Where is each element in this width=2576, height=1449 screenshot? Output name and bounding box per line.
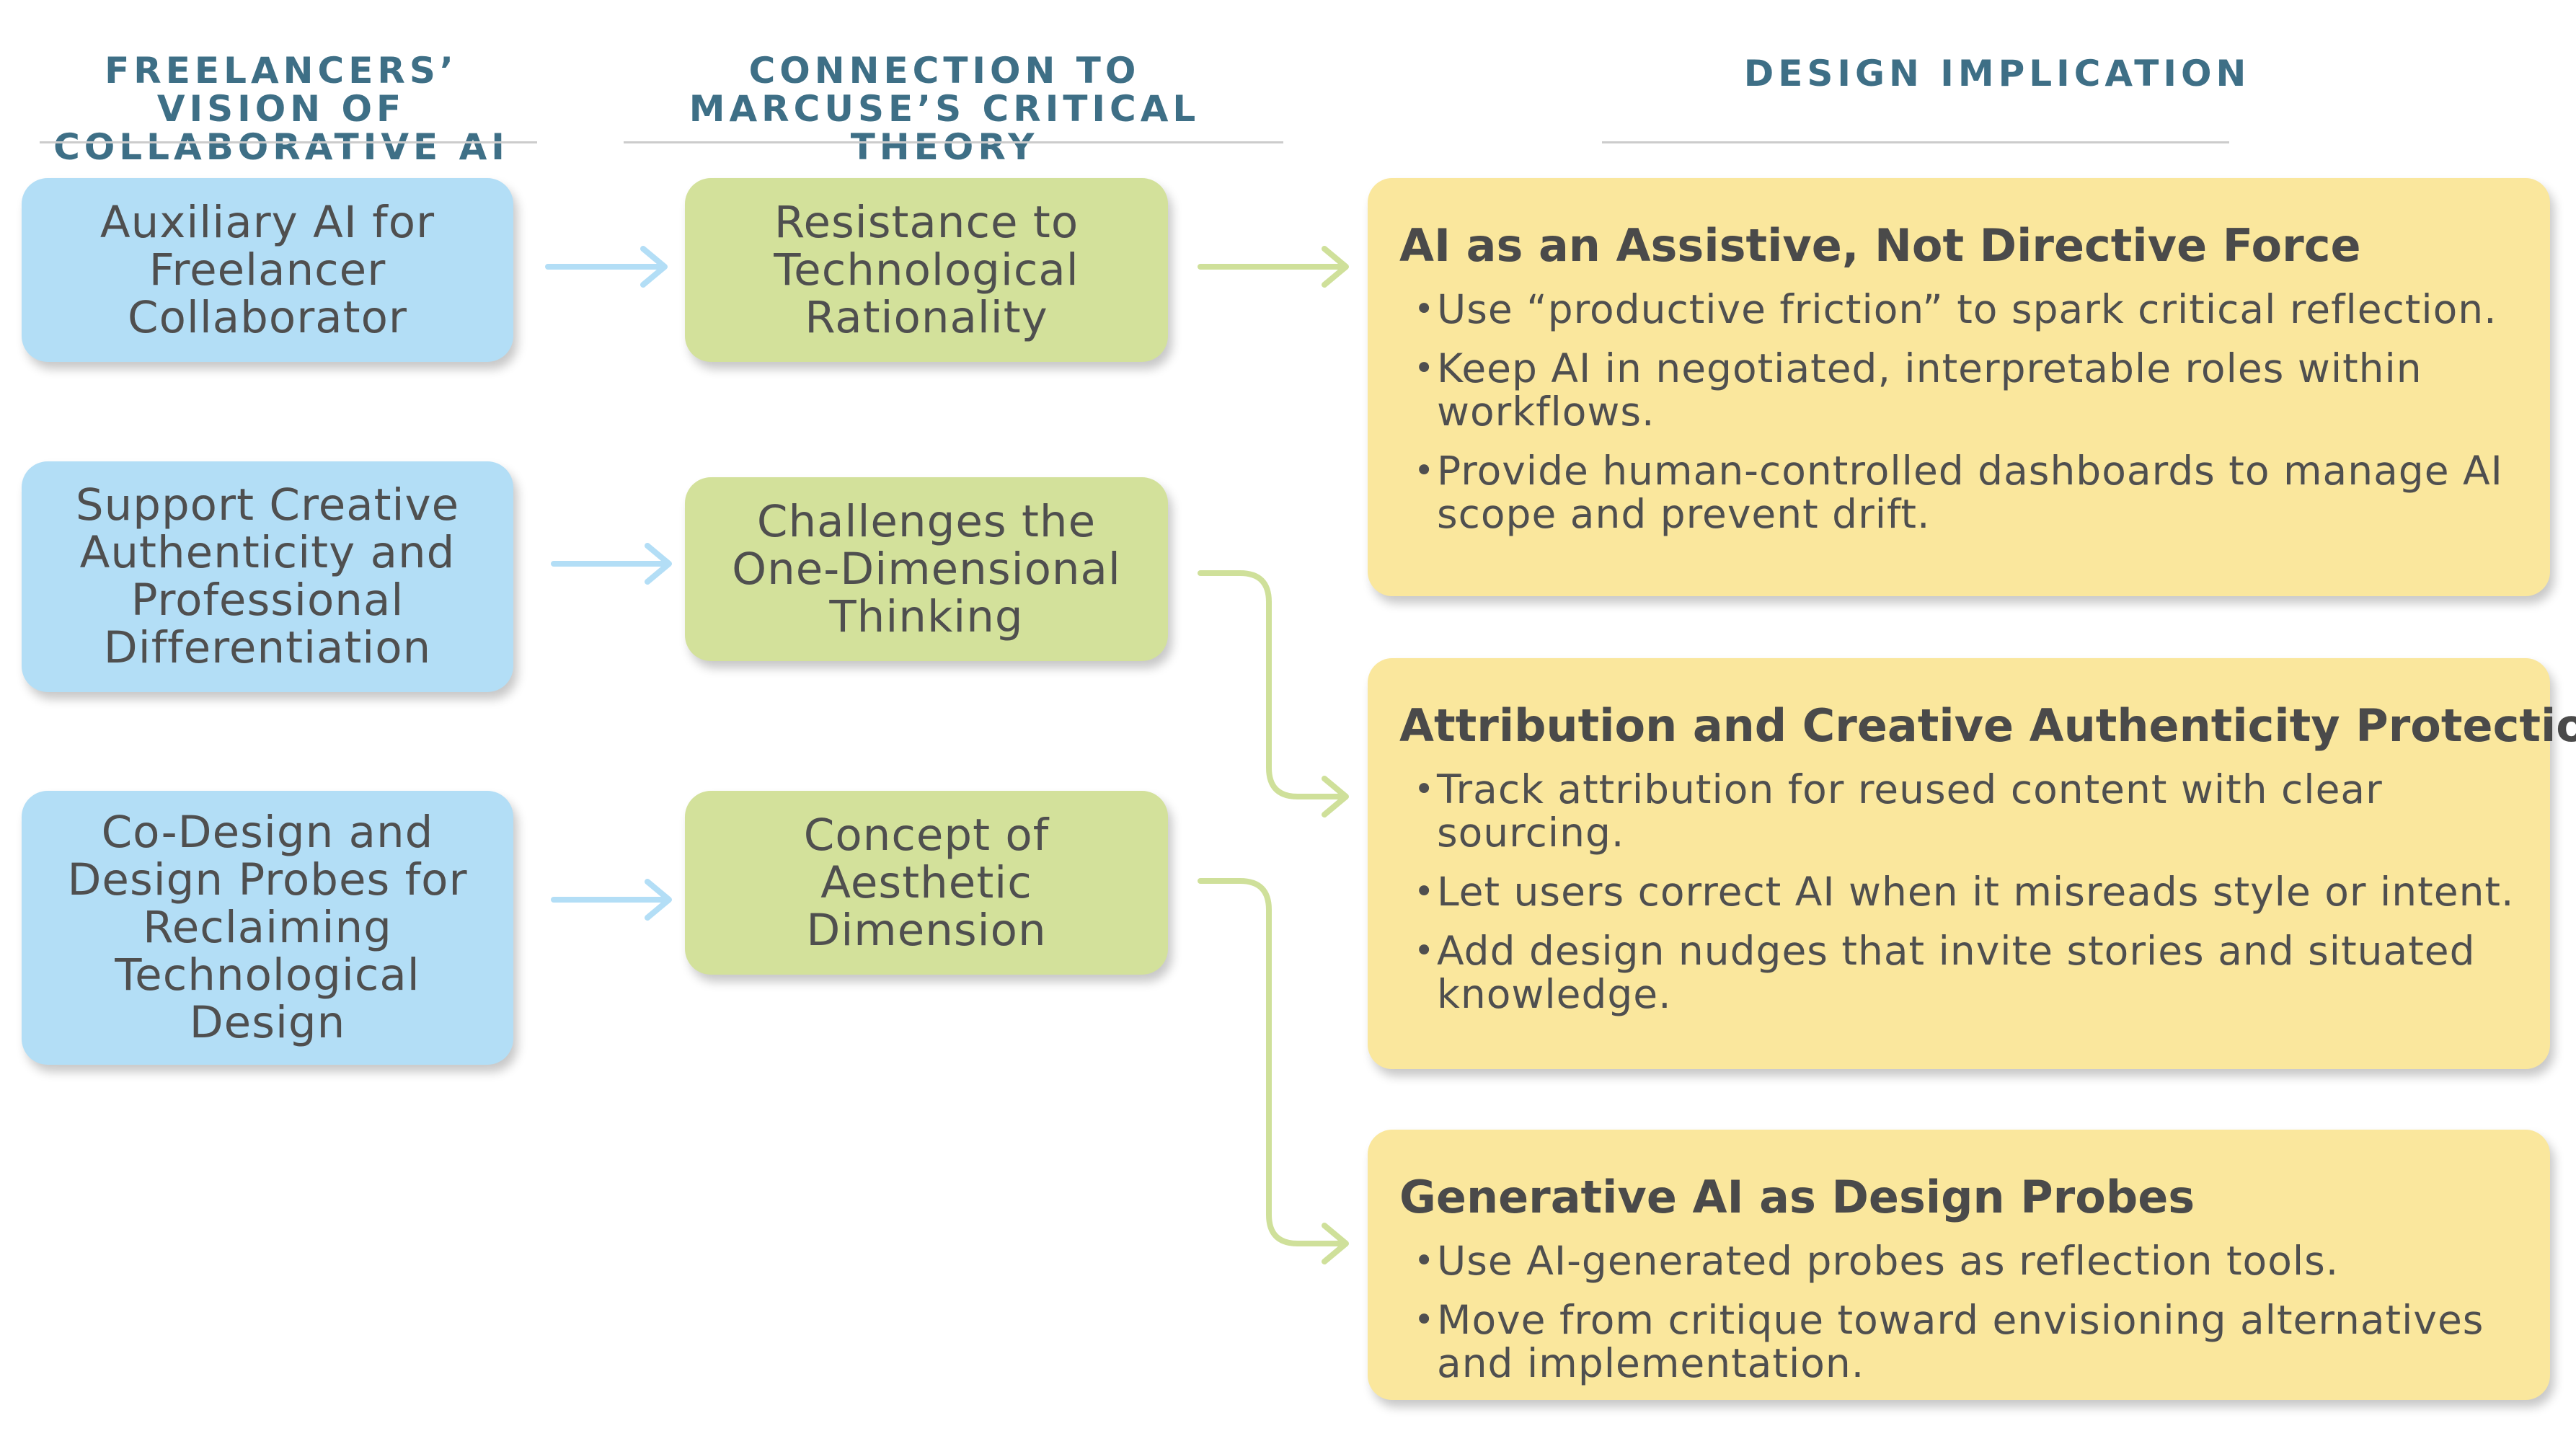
bullet-icon: • [1414, 348, 1435, 389]
bullet-icon: • [1414, 451, 1435, 491]
implication-item: •Use “productive friction” to spark crit… [1399, 288, 2521, 331]
blue-arrows [545, 246, 672, 921]
connection-label-1: Resistance to Technological Rationality [774, 196, 1079, 343]
arrow-connection-1 [1198, 246, 1349, 288]
bullet-icon: • [1414, 289, 1435, 329]
implication-item: •Add design nudges that invite stories a… [1399, 929, 2521, 1016]
header-implication: DESIGN IMPLICATION [1743, 53, 2251, 94]
connection-label-3: Concept of Aesthetic Dimension [803, 809, 1050, 956]
connection-box-3: Concept of Aesthetic Dimension [685, 791, 1168, 975]
implication-item: •Track attribution for reused content wi… [1399, 768, 2521, 854]
implication-title-3: Generative AI as Design Probes [1399, 1171, 2195, 1223]
vision-label-2: Support Creative Authenticity and Profes… [75, 479, 460, 673]
implication-item-text: Track attribution for reused content wit… [1437, 766, 2383, 856]
implication-item-text: Add design nudges that invite stories an… [1437, 928, 2476, 1017]
connection-box-1: Resistance to Technological Rationality [685, 178, 1168, 362]
vision-label-1: Auxiliary AI for Freelancer Collaborator [99, 196, 435, 343]
green-arrows [1198, 246, 1349, 1264]
implication-item-text: Let users correct AI when it misreads st… [1437, 869, 2515, 915]
implication-box-2: Attribution and Creative Authenticity Pr… [1368, 658, 2576, 1069]
implication-box-1: AI as an Assistive, Not Directive Force … [1368, 178, 2550, 596]
implication-item: •Move from critique toward envisioning a… [1399, 1298, 2521, 1385]
vision-box-3: Co-Design and Design Probes for Reclaimi… [22, 791, 513, 1065]
implication-item-text: Move from critique toward envisioning al… [1437, 1297, 2484, 1386]
vision-box-2: Support Creative Authenticity and Profes… [22, 461, 513, 692]
implication-item-text: Use “productive friction” to spark criti… [1437, 286, 2497, 332]
implication-title-1: AI as an Assistive, Not Directive Force [1399, 219, 2361, 272]
header-vision: FREELANCERS’ VISION OF COLLABORATIVE AI [53, 50, 509, 168]
header-implication-rule [1602, 141, 2229, 143]
vision-box-1: Auxiliary AI for Freelancer Collaborator [22, 178, 513, 362]
bullet-icon: • [1414, 769, 1435, 810]
arrow-vision-3 [551, 879, 672, 921]
arrow-vision-1 [545, 246, 668, 288]
connection-box-2: Challenges the One-Dimensional Thinking [685, 477, 1168, 661]
header-connection-rule [624, 141, 1283, 143]
implication-item-text: Provide human-controlled dashboards to m… [1437, 448, 2503, 537]
implication-item: •Use AI-generated probes as reflection t… [1399, 1239, 2521, 1282]
implication-item: •Keep AI in negotiated, interpretable ro… [1399, 347, 2521, 433]
implication-item: •Provide human-controlled dashboards to … [1399, 449, 2521, 536]
bullet-icon: • [1414, 1241, 1435, 1281]
arrow-vision-2 [551, 543, 672, 585]
implication-title-2: Attribution and Creative Authenticity Pr… [1399, 699, 2576, 752]
vision-label-3: Co-Design and Design Probes for Reclaimi… [67, 807, 468, 1048]
implication-item-text: Use AI-generated probes as reflection to… [1437, 1238, 2340, 1284]
arrow-connection-2 [1198, 570, 1349, 817]
bullet-icon: • [1414, 872, 1435, 912]
header-vision-rule [40, 141, 537, 143]
header-connection: CONNECTION TO MARCUSE’S CRITICAL THEORY [689, 50, 1200, 168]
bullet-icon: • [1414, 1300, 1435, 1340]
bullet-icon: • [1414, 931, 1435, 971]
implication-box-3: Generative AI as Design Probes •Use AI-g… [1368, 1130, 2550, 1400]
implication-item-text: Keep AI in negotiated, interpretable rol… [1437, 345, 2422, 435]
connection-label-2: Challenges the One-Dimensional Thinking [732, 495, 1121, 642]
implication-item: •Let users correct AI when it misreads s… [1399, 870, 2521, 913]
arrow-connection-3 [1198, 878, 1349, 1264]
